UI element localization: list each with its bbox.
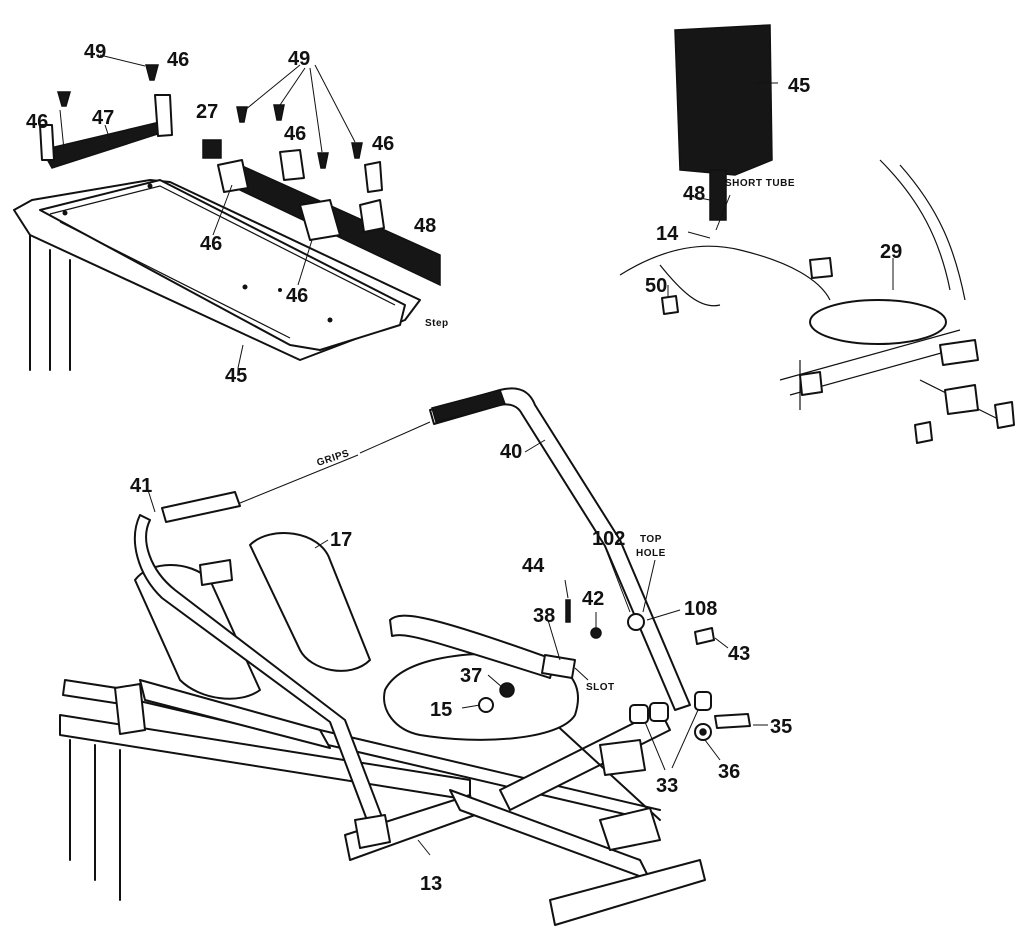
callout-36: 36 [718, 761, 740, 783]
label-short-tube: SHORT TUBE [725, 178, 795, 189]
callout-13: 13 [420, 873, 442, 895]
callout-48: 48 [414, 215, 436, 237]
label-slot: SLOT [586, 682, 615, 693]
callout-108: 108 [684, 598, 717, 620]
callout-15: 15 [430, 699, 452, 721]
callout-46: 46 [167, 49, 189, 71]
callout-44: 44 [522, 555, 545, 577]
step-assembly [13, 54, 441, 371]
callout-49: 49 [288, 48, 310, 70]
callout-14: 14 [656, 223, 679, 245]
callout-29: 29 [880, 241, 902, 263]
callout-40: 40 [500, 441, 522, 463]
callout-46: 46 [26, 111, 48, 133]
callout-38: 38 [533, 605, 555, 627]
callout-47: 47 [92, 107, 114, 129]
callout-46: 46 [200, 233, 222, 255]
rower-assembly [59, 387, 768, 926]
callout-48: 48 [683, 183, 705, 205]
callout-42: 42 [582, 588, 604, 610]
label-hole: HOLE [636, 548, 666, 559]
label-step: Step [425, 318, 449, 329]
callout-43: 43 [728, 643, 750, 665]
callout-46: 46 [372, 133, 394, 155]
callout-46: 46 [286, 285, 308, 307]
label-grips: GRIPS [316, 448, 351, 469]
callout-27: 27 [196, 101, 218, 123]
callout-17: 17 [330, 529, 352, 551]
callout-41: 41 [130, 475, 152, 497]
callout-50: 50 [645, 275, 667, 297]
callout-37: 37 [460, 665, 482, 687]
callout-45: 45 [225, 365, 247, 387]
chair-assembly [619, 24, 1015, 444]
callout-49: 49 [84, 41, 106, 63]
callout-45: 45 [788, 75, 810, 97]
callout-33: 33 [656, 775, 678, 797]
callout-numbers: 49 46 46 47 27 49 46 46 46 48 46 45 Step… [26, 41, 902, 895]
callout-35: 35 [770, 716, 792, 738]
label-top: TOP [640, 534, 662, 545]
callout-102: 102 [592, 528, 625, 550]
callout-46: 46 [284, 123, 306, 145]
